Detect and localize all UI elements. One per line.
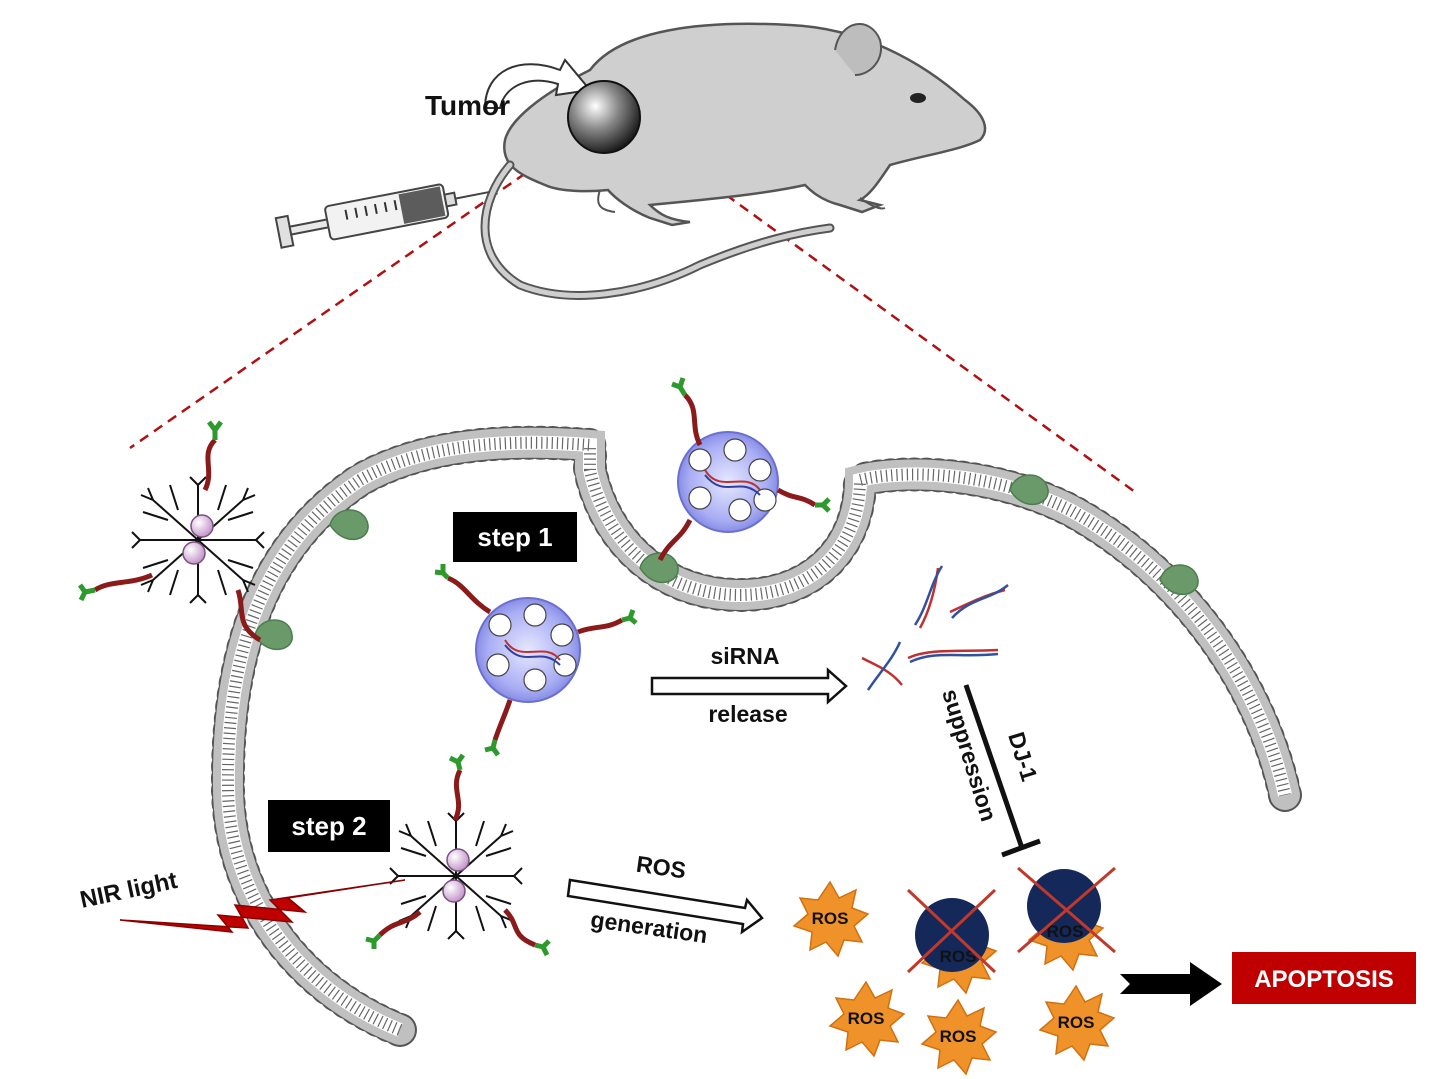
nir-light-label: NIR light bbox=[78, 867, 180, 914]
ros-burst-icon: ROS bbox=[792, 880, 870, 958]
ros-burst-icon: ROS bbox=[1038, 984, 1116, 1062]
ros-burst-label: ROS bbox=[940, 1027, 977, 1046]
sirna-strand-icon bbox=[861, 565, 1009, 691]
cell-membrane bbox=[210, 425, 1302, 1047]
np-mid-linkers bbox=[434, 564, 638, 757]
dj1-label: DJ-1 bbox=[1003, 729, 1043, 784]
dendrimer2-linkers bbox=[365, 753, 551, 957]
receptor-icon bbox=[254, 474, 1199, 651]
inhibition-line bbox=[963, 684, 1025, 849]
inhibition-bar bbox=[1001, 838, 1041, 858]
apoptosis-arrow bbox=[1120, 962, 1222, 1006]
step2-label: step 2 bbox=[291, 811, 366, 841]
release-label: release bbox=[708, 701, 787, 727]
tumor-sphere-icon bbox=[567, 80, 641, 154]
dendrimer-icon bbox=[131, 476, 265, 604]
apoptosis-box bbox=[1232, 952, 1416, 1004]
sirna-label: siRNA bbox=[710, 643, 779, 669]
dendrimer-icon bbox=[389, 812, 523, 940]
mouse-icon bbox=[480, 22, 987, 300]
step1-label: step 1 bbox=[477, 522, 552, 552]
cell-nucleus-crossed: ROS bbox=[1017, 866, 1116, 954]
nanoparticle-icon bbox=[677, 431, 779, 533]
syringe-icon bbox=[274, 183, 490, 249]
tumor-label: Tumor bbox=[425, 90, 510, 121]
ros-burst-label: ROS bbox=[1058, 1013, 1095, 1032]
ros-label: ROS bbox=[635, 851, 688, 884]
ros-burst-label: ROS bbox=[812, 909, 849, 928]
release-arrow bbox=[650, 667, 848, 705]
generation-arrow bbox=[566, 878, 764, 935]
ros-burst-icon: ROS bbox=[920, 998, 998, 1076]
ligand-linker bbox=[77, 420, 262, 643]
np-top-linkers bbox=[657, 377, 831, 562]
ros-burst-label: ROS bbox=[940, 947, 977, 966]
ros-burst-icon: ROS bbox=[828, 980, 906, 1058]
laser-bolt-icon bbox=[119, 879, 406, 933]
step2-box bbox=[268, 800, 390, 852]
step1-box bbox=[453, 512, 577, 562]
curved-arrow-icon bbox=[483, 58, 592, 109]
nanoparticle-icon bbox=[475, 597, 581, 703]
cell-nucleus-crossed: ROS bbox=[906, 888, 997, 974]
apoptosis-label: APOPTOSIS bbox=[1254, 966, 1394, 993]
ros-burst-label: ROS bbox=[1047, 922, 1084, 941]
ros-burst-label: ROS bbox=[848, 1009, 885, 1028]
